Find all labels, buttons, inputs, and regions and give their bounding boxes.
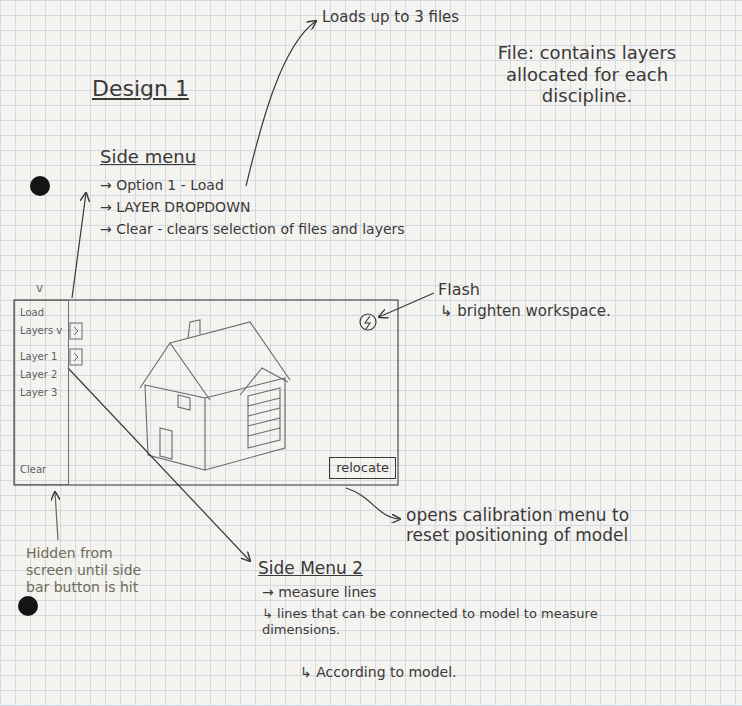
list-item: → measure lines [262,584,522,601]
house-door [160,428,172,459]
node-text: Load [20,307,44,319]
binder-hole [30,176,50,196]
list-item: → Clear - clears selection of files and … [100,221,410,238]
mark: v [36,281,56,295]
node-text: Layers v [20,325,62,337]
house-sketch [140,320,290,470]
note: File: contains layers allocated for each… [462,42,712,107]
node-text: Clear [20,464,46,476]
chevron [74,353,78,361]
flash-bolt [365,316,370,329]
screen-frame [14,300,398,485]
flash-icon [360,314,376,330]
leader-arrow [68,368,250,561]
tab-box [70,323,82,339]
node-text: Layer 3 [20,387,57,399]
note: Loads up to 3 files [322,8,622,26]
house-chimney [188,320,200,338]
leader-arrow [379,293,434,317]
note: Flash [438,280,588,299]
leader-arrow [246,21,316,186]
tab-layer [70,323,82,365]
garage-door-lines [248,398,280,436]
leader-arrow [346,488,400,519]
note: Hidden from screen until side bar button… [26,545,151,595]
list-item: ↳ lines that can be connected to model t… [262,606,642,637]
chevron [74,327,78,335]
leader-arrow [72,193,86,298]
title: Design 1 [92,76,189,102]
leader-arrow [55,492,58,540]
node-text: Layer 2 [20,369,57,381]
garage-door [248,388,280,448]
section-heading: Side menu [100,146,300,168]
section-heading: Side Menu 2 [258,558,478,578]
chevron-tab [70,323,82,339]
house-wall [205,378,285,470]
relocate-button: relocate [329,457,396,479]
list-item: ↳ According to model. [300,664,600,681]
porch-gable [240,368,288,395]
node-text: relocate [336,460,389,476]
leader-lines [55,21,434,561]
list-item: → LAYER DROPDOWN [100,199,360,216]
tab-box [70,349,82,365]
house-wall [145,385,205,470]
list-item: → Option 1 - Load [100,177,360,194]
house-window [178,395,190,410]
house-gable [140,343,210,400]
binder-hole [18,596,38,616]
note: opens calibration menu to reset position… [406,505,636,546]
house-roof [170,322,290,380]
chevron-tab [70,349,82,365]
side-bar: LoadLayers v Layer 1 Layer 2 Layer 3 Clear [14,300,69,485]
node-text: Layer 1 [20,351,57,363]
note: ↳ brighten workspace. [440,302,680,320]
